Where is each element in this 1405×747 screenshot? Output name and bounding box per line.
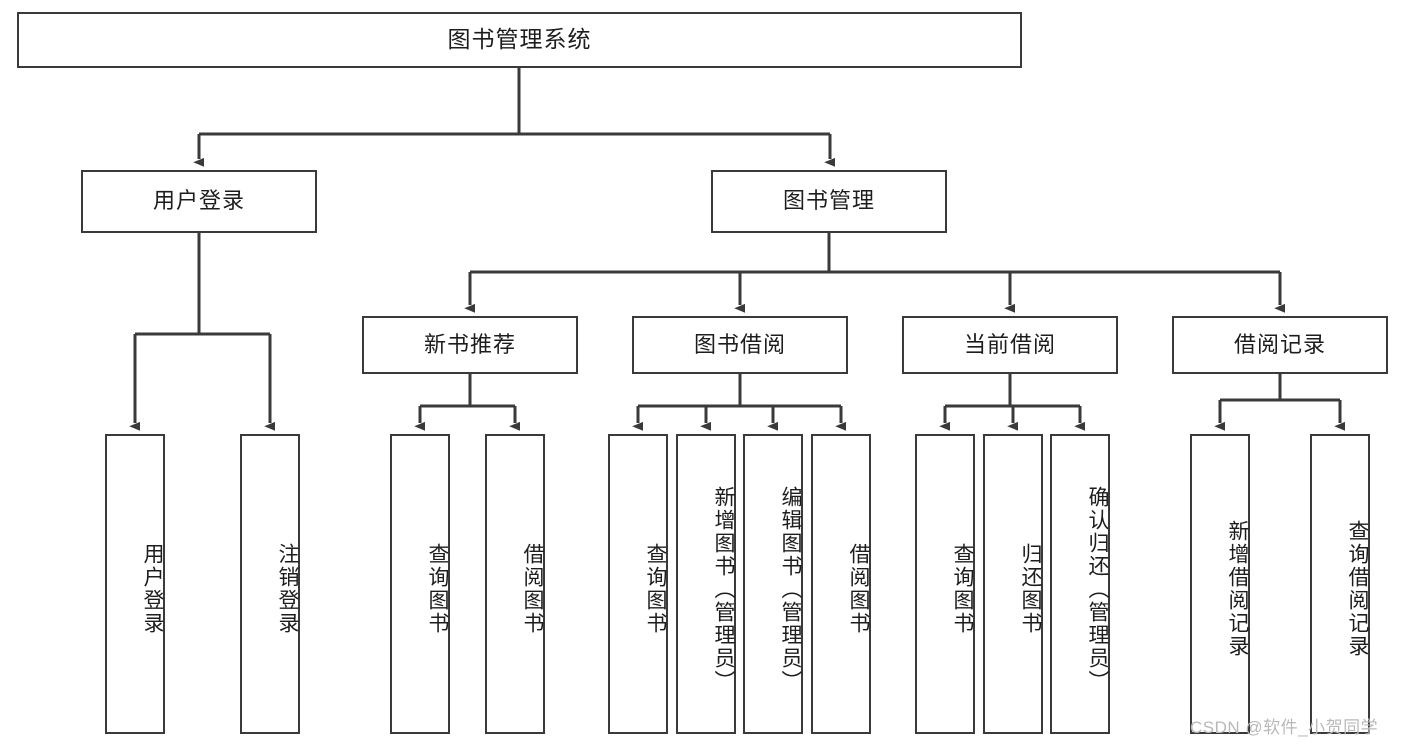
leaf-borrow-books-new[interactable]: 借阅图书 <box>485 434 545 734</box>
node-current-borrow[interactable]: 当前借阅 <box>902 316 1118 374</box>
node-label: 图书管理 <box>782 188 875 214</box>
node-label: 查询借阅记录 <box>1346 520 1369 658</box>
node-label: 归还图书 <box>1019 543 1042 635</box>
node-label: 新增借阅记录 <box>1226 520 1249 658</box>
node-borrow-records[interactable]: 借阅记录 <box>1172 316 1388 374</box>
node-label: 借阅图书 <box>521 543 544 635</box>
node-label: 新增图书（管理员） <box>712 485 735 693</box>
node-label: 用户登录 <box>141 543 164 635</box>
leaf-add-book-admin[interactable]: 新增图书（管理员） <box>676 434 736 734</box>
node-label: 查询图书 <box>644 543 667 635</box>
node-label: 借阅图书 <box>847 543 870 635</box>
leaf-confirm-return-admin[interactable]: 确认归还（管理员） <box>1050 434 1110 734</box>
leaf-user-login[interactable]: 用户登录 <box>105 434 165 734</box>
node-label: 查询图书 <box>951 543 974 635</box>
node-label: 查询图书 <box>426 543 449 635</box>
leaf-query-books-new[interactable]: 查询图书 <box>390 434 450 734</box>
node-book-management[interactable]: 图书管理 <box>711 170 947 233</box>
node-label: 确认归还（管理员） <box>1086 485 1109 693</box>
node-user-login[interactable]: 用户登录 <box>81 170 317 233</box>
leaf-add-borrow-record[interactable]: 新增借阅记录 <box>1190 434 1250 734</box>
node-label: 用户登录 <box>152 188 245 214</box>
leaf-edit-book-admin[interactable]: 编辑图书（管理员） <box>743 434 803 734</box>
node-label: 图书借阅 <box>693 331 786 357</box>
node-label: 借阅记录 <box>1233 331 1326 357</box>
leaf-query-borrow-record[interactable]: 查询借阅记录 <box>1310 434 1370 734</box>
node-label: 图书管理系统 <box>447 26 592 53</box>
node-label: 注销登录 <box>276 543 299 635</box>
node-root-system[interactable]: 图书管理系统 <box>17 12 1022 68</box>
node-label: 编辑图书（管理员） <box>779 485 802 693</box>
leaf-query-books-current[interactable]: 查询图书 <box>915 434 975 734</box>
leaf-query-books-borrow[interactable]: 查询图书 <box>608 434 668 734</box>
node-label: 当前借阅 <box>963 331 1056 357</box>
leaf-borrow-books[interactable]: 借阅图书 <box>811 434 871 734</box>
node-book-borrow[interactable]: 图书借阅 <box>632 316 848 374</box>
leaf-return-books[interactable]: 归还图书 <box>983 434 1043 734</box>
node-new-book-recommend[interactable]: 新书推荐 <box>362 316 578 374</box>
node-label: 新书推荐 <box>423 331 516 357</box>
leaf-logout[interactable]: 注销登录 <box>240 434 300 734</box>
csdn-watermark: CSDN @软件_小贺同学 <box>1190 718 1379 737</box>
